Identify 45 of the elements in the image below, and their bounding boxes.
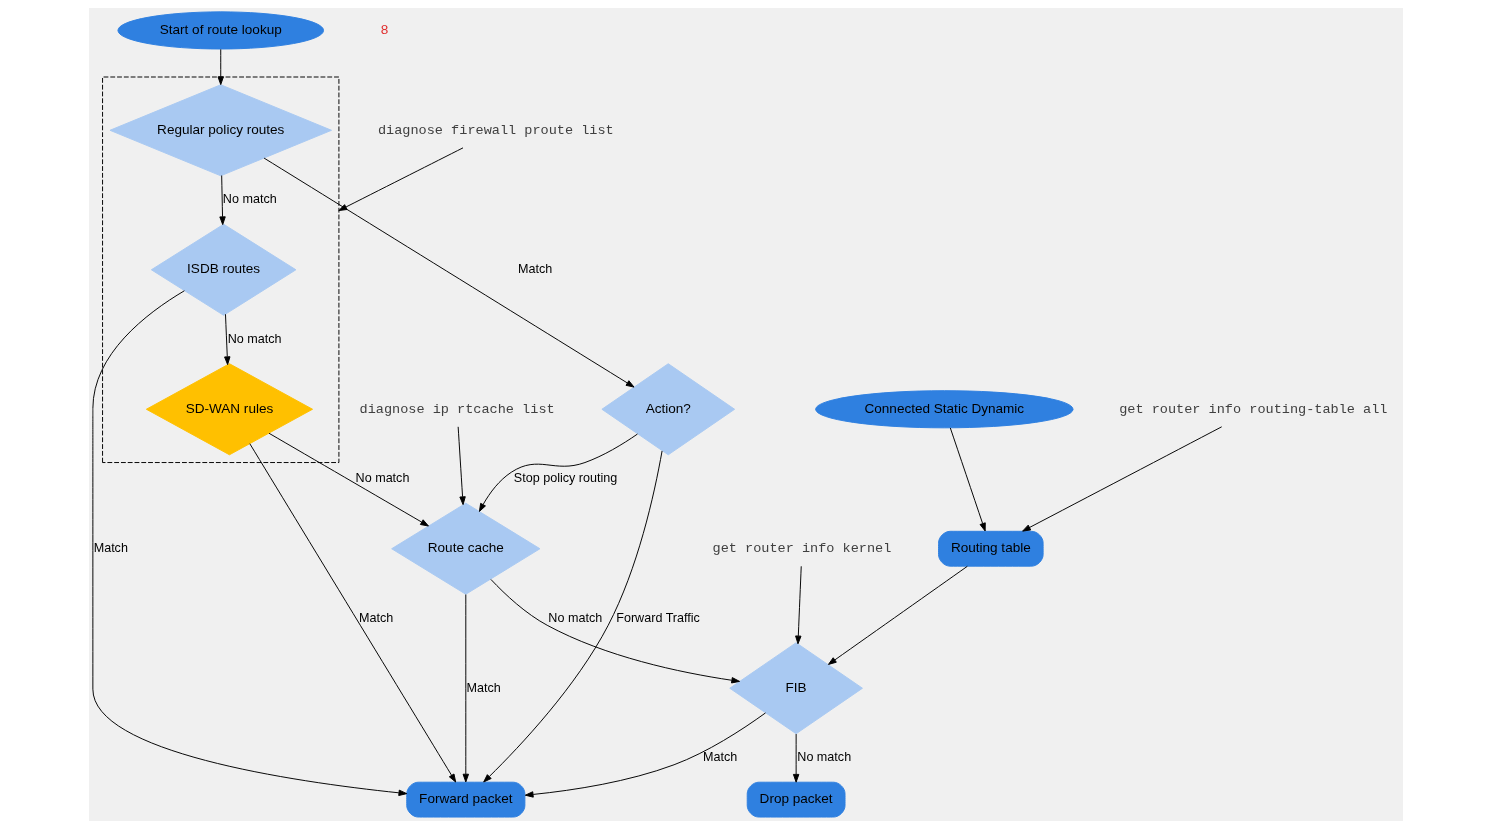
arrow xyxy=(263,157,634,388)
arrow xyxy=(827,565,968,665)
edge-label: Forward Traffic xyxy=(615,610,700,625)
node-text: get router info routing-table all xyxy=(1118,401,1387,417)
node-ellipse: Connected Static Dynamic xyxy=(814,390,1074,429)
edge-label: Match xyxy=(93,541,128,556)
arrow xyxy=(268,432,429,527)
label: 8 xyxy=(380,22,388,38)
node-text: get router info kernel xyxy=(712,541,891,557)
arrow xyxy=(248,443,456,783)
arrow xyxy=(1021,426,1222,532)
edge-label: Match xyxy=(517,262,552,277)
node-ellipse: Start of route lookup xyxy=(116,11,324,50)
arrow xyxy=(457,426,466,506)
arrow xyxy=(524,712,766,798)
node-text: diagnose ip rtcache list xyxy=(359,401,555,417)
node-diamond: Regular policy routes xyxy=(109,84,332,177)
edge-label: Match xyxy=(358,610,393,625)
edge-label: Stop policy routing xyxy=(513,471,617,486)
arrow xyxy=(223,313,230,366)
arrow xyxy=(478,433,638,512)
edge-label: No match xyxy=(355,471,409,486)
edge-label: No match xyxy=(547,610,602,625)
node-diamond: Action? xyxy=(600,363,735,456)
node-box: Routing table xyxy=(937,530,1044,567)
arrow xyxy=(218,175,226,226)
node-diamond: ISDB routes xyxy=(150,223,296,316)
arrow xyxy=(792,733,799,783)
edge-label: No match xyxy=(227,331,282,346)
node-diamond: SD-WAN rules xyxy=(145,363,313,456)
arrow xyxy=(482,450,663,783)
edge-label: No match xyxy=(796,750,851,765)
edge-label: Match xyxy=(702,750,737,765)
arrow xyxy=(91,290,407,796)
arrow xyxy=(489,578,740,684)
arrow xyxy=(462,594,469,783)
node-box: Forward packet xyxy=(405,781,525,818)
node-text: diagnose firewall proute list xyxy=(377,122,614,138)
arrow xyxy=(337,147,463,212)
arrow xyxy=(217,48,224,86)
edge-label: Match xyxy=(466,680,501,695)
arrow xyxy=(949,427,986,532)
arrow xyxy=(794,565,802,645)
node-box: Drop packet xyxy=(746,781,846,818)
edge-label: No match xyxy=(222,192,277,207)
